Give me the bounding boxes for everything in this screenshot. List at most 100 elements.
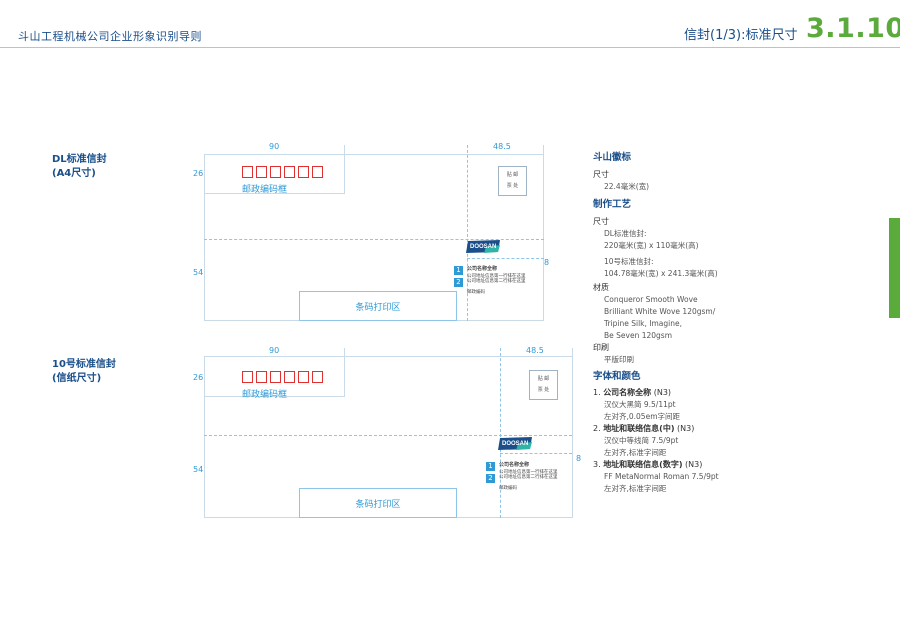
dim-width-right: 48.5	[493, 142, 511, 151]
postal-box	[298, 371, 309, 383]
font-item-2: 2. 地址和联络信息(中) (N3) 汉仪中等线简 7.5/9pt 左对齐,标准…	[593, 423, 733, 459]
dim-margin: 8	[544, 258, 550, 267]
stamp-text-line: 票 处	[506, 183, 519, 189]
number-marker-1: 1	[486, 462, 495, 471]
material-line: Tripine Silk, Imagine,	[604, 319, 682, 328]
barcode-label: 条码打印区	[355, 302, 401, 313]
postal-area-bottom	[204, 193, 345, 194]
envelope-title: 10号标准信封	[52, 359, 116, 370]
margin-line	[467, 258, 544, 259]
number-marker-2: 2	[454, 278, 463, 287]
dim-height-top: 26	[193, 169, 204, 178]
material-line: Be Seven 120gsm	[604, 331, 672, 340]
postcode-text: 邮政编码	[467, 290, 485, 295]
fold-line	[204, 239, 544, 240]
font-item-line2: 左对齐,0.05em字间距	[604, 412, 681, 421]
font-item-line1: 汉仪大黑简 9.5/11pt	[604, 400, 676, 409]
dim-width-right: 48.5	[526, 346, 544, 355]
address-column-line	[500, 348, 501, 518]
font-item-color: (N3)	[653, 388, 672, 397]
postal-box	[270, 166, 281, 178]
frame-left-line	[204, 154, 205, 321]
font-item-line2: 左对齐,标准字间距	[604, 448, 667, 457]
spec-panel: 斗山徽标 尺寸 22.4毫米(宽) 制作工艺 尺寸 DL标准信封: 220毫米(…	[593, 152, 733, 495]
stamp-text-line: 贴 邮	[506, 172, 519, 178]
postal-box	[312, 166, 323, 178]
frame-right-line	[543, 145, 544, 321]
svg-text:DOOSAN: DOOSAN	[470, 244, 496, 250]
section-number: 3.1.10	[806, 13, 900, 44]
font-heading: 字体和颜色	[593, 371, 641, 382]
frame-left-line	[204, 356, 205, 518]
postal-area-bottom	[204, 396, 345, 397]
stamp-text-line: 票 处	[537, 387, 550, 393]
dim-margin: 8	[576, 454, 582, 463]
company-name: 公司名称全称	[499, 462, 530, 468]
font-item-num: 1.	[593, 388, 601, 397]
width-mark-line	[344, 348, 345, 396]
barcode-area: 条码打印区	[299, 291, 457, 321]
envelope-subtitle: (A4尺寸)	[52, 168, 96, 179]
material-line: Conqueror Smooth Wove	[604, 295, 698, 304]
font-item-num: 2.	[593, 424, 601, 433]
envelope-subtitle: (信纸尺寸)	[52, 373, 102, 384]
address-line-2: 公司地址信息第二行排在这里	[467, 279, 526, 284]
dim-width-left: 90	[269, 346, 280, 355]
dl-size-value: 220毫米(宽) x 110毫米(高)	[604, 241, 699, 250]
postal-box	[284, 166, 295, 178]
material-line: Brilliant White Wove 120gsm/	[604, 307, 716, 316]
logo-size-label: 尺寸	[593, 170, 609, 179]
postal-box	[256, 371, 267, 383]
frame-right-line	[572, 348, 573, 518]
dl-size-label: DL标准信封:	[604, 229, 647, 238]
envelope-title: DL标准信封	[52, 154, 107, 165]
font-item-line2: 左对齐,标准字间距	[604, 484, 667, 493]
postal-code-label: 邮政编码框	[242, 185, 288, 195]
address-line-1: 公司地址信息第一行排在这里	[467, 274, 526, 279]
postal-box	[242, 371, 253, 383]
logo-heading: 斗山徽标	[593, 152, 632, 163]
doosan-logo: DOOSAN	[466, 240, 500, 253]
header-divider	[0, 47, 900, 48]
font-item-color: (N3)	[677, 424, 695, 433]
print-value: 平版印刷	[604, 355, 634, 364]
address-line-2: 公司地址信息第二行排在这里	[499, 475, 558, 480]
material-label: 材质	[593, 283, 609, 292]
font-item-title: 公司名称全称	[603, 388, 652, 397]
font-item-line1: 汉仪中等线简 7.5/9pt	[604, 436, 679, 445]
dim-height-bottom: 54	[193, 465, 204, 474]
barcode-label: 条码打印区	[355, 499, 401, 510]
svg-text:DOOSAN: DOOSAN	[502, 441, 528, 447]
craft-size-label: 尺寸	[593, 217, 609, 226]
barcode-area: 条码打印区	[299, 488, 457, 518]
postal-box	[312, 371, 323, 383]
font-item-line1: FF MetaNormal Roman 7.5/9pt	[604, 472, 719, 481]
fold-line	[204, 435, 572, 436]
address-column-line	[467, 145, 468, 321]
side-tab-marker	[889, 218, 900, 318]
font-item-num: 3.	[593, 460, 601, 469]
dim-width-left: 90	[269, 142, 280, 151]
postal-code-label: 邮政编码框	[242, 390, 288, 400]
address-line-1: 公司地址信息第一行排在这里	[499, 470, 558, 475]
font-item-color: (N3)	[685, 460, 703, 469]
postcode-text: 邮政编码	[499, 486, 517, 491]
section-title: 信封(1/3):标准尺寸	[684, 28, 798, 43]
frame-top-line	[204, 154, 544, 155]
font-item-title: 地址和联络信息(数字)	[603, 460, 683, 469]
envelope-no10: 10号标准信封 (信纸尺寸) 90 48.5 26 54 8 邮政编码框 贴 邮…	[52, 346, 582, 518]
number-marker-1: 1	[454, 266, 463, 275]
postal-box	[242, 166, 253, 178]
font-item-1: 1. 公司名称全称 (N3) 汉仪大黑简 9.5/11pt 左对齐,0.05em…	[593, 387, 733, 423]
stamp-text-line: 贴 邮	[537, 376, 550, 382]
logo-size-value: 22.4毫米(宽)	[604, 182, 650, 191]
envelope-dl: DL标准信封 (A4尺寸) 90 48.5 26 54 8 邮政编码框 贴 邮 …	[0, 0, 590, 330]
number-marker-2: 2	[486, 474, 495, 483]
postal-box	[256, 166, 267, 178]
company-name: 公司名称全称	[467, 266, 498, 272]
no10-size-label: 10号标准信封:	[604, 257, 654, 266]
no10-size-value: 104.78毫米(宽) x 241.3毫米(高)	[604, 269, 718, 278]
postal-code-boxes	[242, 371, 323, 383]
print-label: 印刷	[593, 343, 609, 352]
stamp-box: 贴 邮 票 处	[498, 166, 527, 196]
